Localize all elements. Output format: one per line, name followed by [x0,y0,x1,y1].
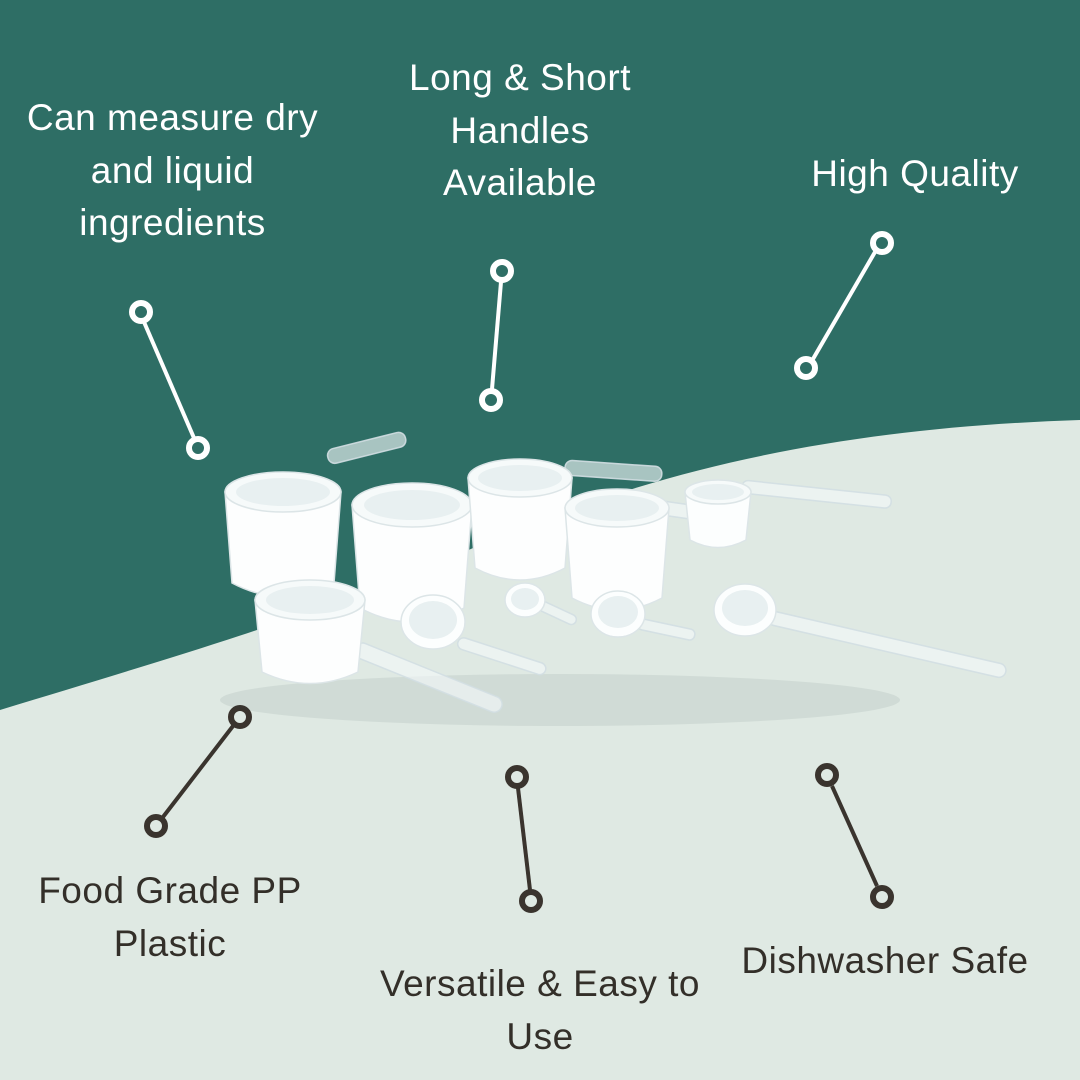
connector-bottom-center [505,765,543,913]
callout-label-food-grade: Food Grade PP Plastic [38,870,302,964]
connector-endpoint [490,259,514,283]
connector-endpoint [505,765,529,789]
measuring-cup [224,471,342,598]
callout-label-measure-dry-liquid: Can measure dry and liquid ingredients [26,97,319,244]
measuring-spoon [590,590,646,638]
callout-label-dishwasher-safe: Dishwasher Safe [741,940,1029,981]
background-bottom-wave [0,420,1080,1080]
callout-label-high-quality: High Quality [811,153,1019,194]
connector-top-right [794,231,894,380]
connector-endpoint [870,885,894,909]
measuring-scoop [684,479,752,549]
callout-label-versatile: Versatile & Easy to Use [379,963,701,1057]
connector-endpoint [870,231,894,255]
connector-endpoint [519,889,543,913]
connector-bottom-left [144,705,252,838]
measuring-cup [254,579,366,685]
connector-endpoint [186,436,210,460]
scoop-handles [326,431,1007,713]
connector-line [142,321,196,439]
connector-line [830,785,879,887]
connector-endpoint [815,763,839,787]
measuring-spoon [504,582,546,618]
product-shadow [220,674,900,726]
measuring-cup [351,482,473,623]
connector-top-center [479,259,514,412]
measuring-cup [467,458,573,581]
connector-bottom-right [815,763,894,909]
measuring-spoon [713,583,777,637]
connector-top-left [129,300,210,460]
connector-endpoint [129,300,153,324]
connector-endpoint [228,705,252,729]
callout-label-handles: Long & Short Handles Available [409,57,631,204]
connector-endpoint [144,814,168,838]
measuring-cup [564,488,670,611]
connector-line [490,281,503,390]
connector-endpoint [794,356,818,380]
connector-line [161,724,235,819]
measuring-scoops [224,431,1007,713]
connector-line [516,787,532,891]
measuring-spoon [400,594,466,650]
connector-line [811,250,877,361]
connector-endpoint [479,388,503,412]
